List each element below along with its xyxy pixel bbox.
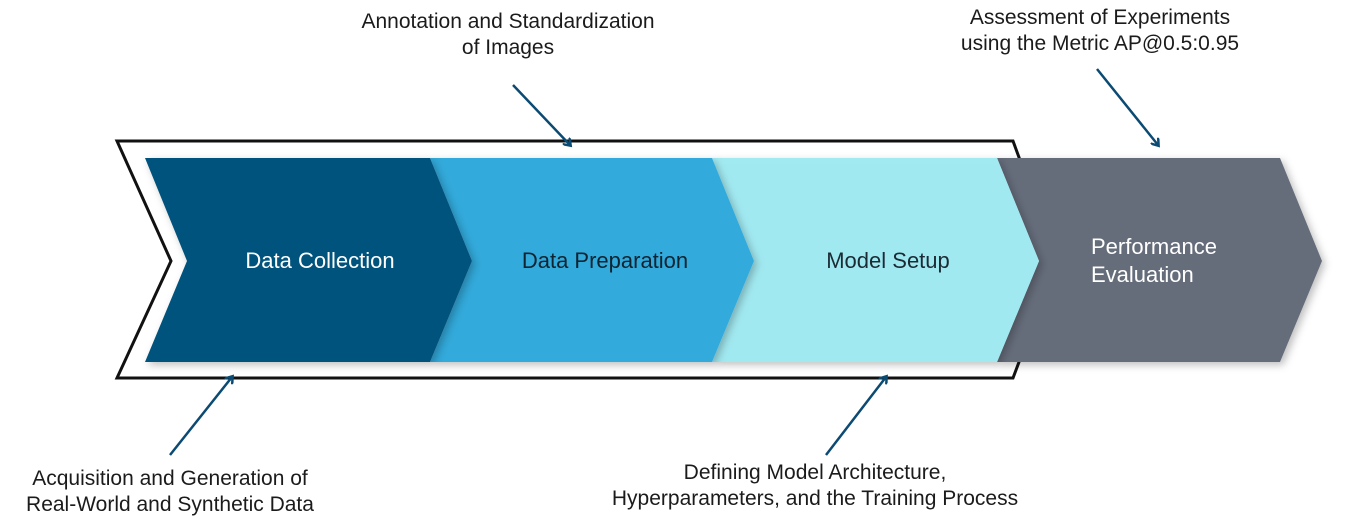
step-data-preparation-shape [430, 158, 754, 362]
step-data-collection-shape [145, 158, 472, 362]
step-label-model-setup: Model Setup [778, 247, 998, 275]
step-label-text: Data Collection [245, 248, 395, 273]
step-label-line: Performance [1091, 234, 1217, 259]
step-label-performance-evaluation: Performance Evaluation [1091, 233, 1217, 289]
step-label-data-preparation: Data Preparation [490, 247, 720, 275]
annotation-line: Real-World and Synthetic Data [26, 493, 314, 516]
annotation-line: of Images [461, 36, 555, 59]
arrow-to-data-collection [169, 377, 232, 456]
annotation-line: using the Metric AP@0.5:0.95 [960, 32, 1240, 55]
annotation-line: Hyperparameters, and the Training Proces… [611, 487, 1019, 510]
annotation-assessment-experiments: Assessment of Experiments using the Metr… [910, 5, 1290, 57]
step-label-text: Data Preparation [521, 248, 689, 273]
step-performance-evaluation-shape [997, 158, 1322, 362]
step-model-setup-shape [712, 158, 1039, 362]
step-label-data-collection: Data Collection [210, 247, 430, 275]
annotation-acquisition-generation: Acquisition and Generation of Real-World… [0, 466, 340, 518]
step-label-text: Model Setup [826, 248, 950, 273]
annotation-line: Annotation and Standardization [361, 10, 655, 33]
arrow-to-data-preparation [512, 84, 570, 145]
annotation-annotation-standardization: Annotation and Standardization of Images [308, 9, 708, 61]
annotation-line: Defining Model Architecture, [683, 461, 947, 484]
annotation-line: Acquisition and Generation of [32, 467, 308, 490]
arrow-to-performance-evaluation [1096, 68, 1158, 145]
annotation-model-architecture: Defining Model Architecture, Hyperparame… [580, 460, 1050, 512]
pipeline-frame-outline [114, 139, 1059, 380]
arrow-to-model-setup [825, 377, 886, 456]
step-label-line: Evaluation [1091, 262, 1194, 287]
annotation-line: Assessment of Experiments [969, 6, 1231, 29]
